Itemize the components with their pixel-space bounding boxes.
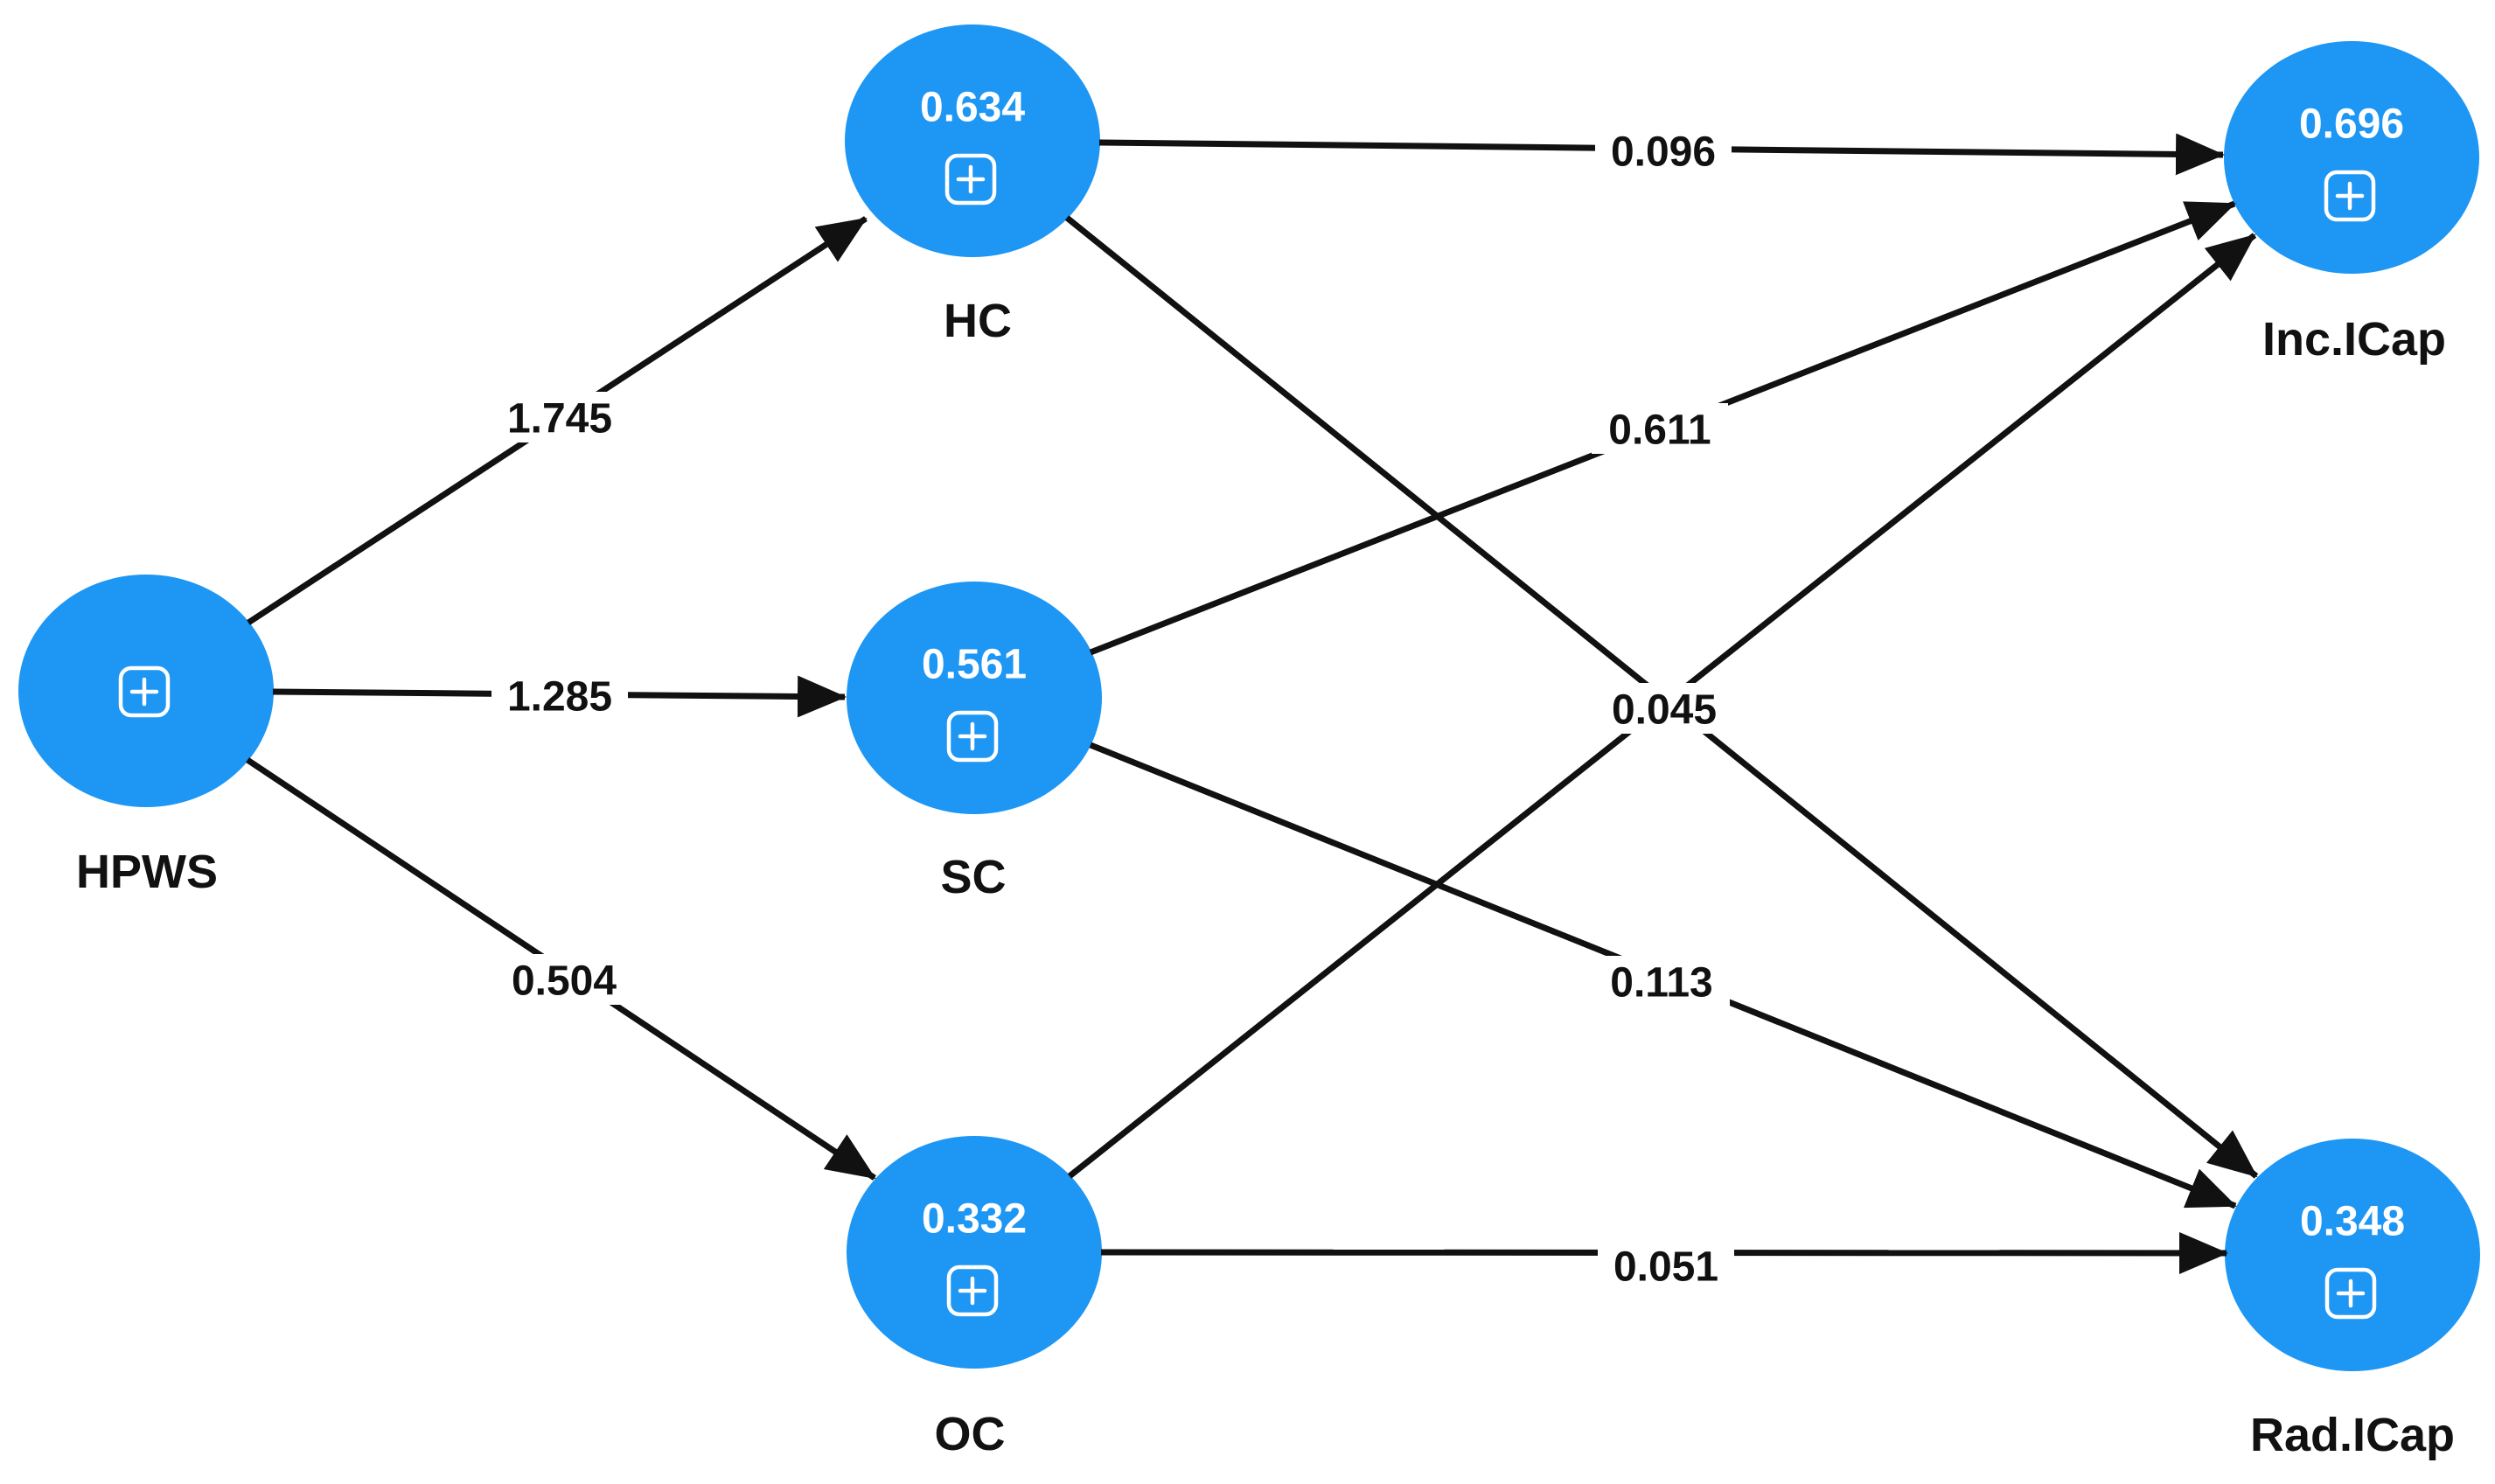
node-hc-circle[interactable] xyxy=(845,24,1100,257)
coefficient-value: 0.096 xyxy=(1611,129,1716,176)
coefficient-hpws-to-oc: 0.504 xyxy=(496,954,632,1005)
node-oc-circle[interactable] xyxy=(847,1136,1102,1369)
node-rad-icap-r2-value: 0.348 xyxy=(2300,1199,2405,1245)
node-sc[interactable]: 0.561 xyxy=(847,582,1102,814)
coefficient-sc-to-rad-icap: 0.113 xyxy=(1593,956,1730,1007)
node-inc-icap[interactable]: 0.696 xyxy=(2224,41,2479,274)
node-hc-label: HC xyxy=(944,295,1012,347)
coefficient-oc-to-rad-icap: 0.051 xyxy=(1598,1240,1734,1291)
coefficient-value: 0.045 xyxy=(1612,687,1717,734)
node-rad-icap[interactable]: 0.348 xyxy=(2225,1139,2480,1371)
coefficient-value: 0.611 xyxy=(1608,408,1711,454)
node-hpws[interactable] xyxy=(18,575,274,807)
node-hc[interactable]: 0.634 xyxy=(845,24,1100,257)
expand-icon[interactable] xyxy=(118,665,171,718)
coefficient-oc-to-inc-icap: 0.045 xyxy=(1596,683,1732,734)
node-inc-icap-label: Inc.ICap xyxy=(2262,313,2446,366)
coefficient-value: 0.504 xyxy=(512,958,617,1005)
node-hc-r2-value: 0.634 xyxy=(920,85,1025,131)
expand-icon-box xyxy=(2324,170,2376,222)
expand-icon[interactable] xyxy=(946,710,999,763)
coefficient-label-background xyxy=(491,670,628,721)
coefficient-hc-to-inc-icap: 0.096 xyxy=(1595,125,1732,176)
node-hpws-label: HPWS xyxy=(76,846,218,898)
node-oc-r2-value: 0.332 xyxy=(922,1196,1027,1243)
coefficient-value: 0.113 xyxy=(1610,960,1712,1007)
coefficient-label-background xyxy=(1596,683,1732,734)
coefficient-label-background xyxy=(1593,956,1730,1007)
expand-icon[interactable] xyxy=(946,1265,999,1317)
expand-icon[interactable] xyxy=(944,153,997,206)
expand-icon-box xyxy=(2324,1267,2377,1320)
node-rad-icap-label: Rad.ICap xyxy=(2250,1409,2455,1461)
expand-icon[interactable] xyxy=(2324,170,2376,222)
expand-icon[interactable] xyxy=(2324,1267,2377,1320)
node-sc-r2-value: 0.561 xyxy=(922,642,1027,688)
coefficient-label-background xyxy=(1598,1240,1734,1291)
coefficient-value: 1.285 xyxy=(507,674,612,721)
coefficient-label-background xyxy=(1595,125,1732,176)
node-rad-icap-circle[interactable] xyxy=(2225,1139,2480,1371)
coefficient-hpws-to-sc: 1.285 xyxy=(491,670,628,721)
expand-icon-box xyxy=(946,1265,999,1317)
node-sc-label: SC xyxy=(940,851,1006,903)
node-sc-circle[interactable] xyxy=(847,582,1102,814)
node-oc[interactable]: 0.332 xyxy=(847,1136,1102,1369)
coefficient-sc-to-inc-icap: 0.611 xyxy=(1592,403,1728,454)
node-inc-icap-circle[interactable] xyxy=(2224,41,2479,274)
node-inc-icap-r2-value: 0.696 xyxy=(2299,101,2404,148)
node-oc-label: OC xyxy=(935,1408,1006,1460)
coefficient-label-background xyxy=(1592,403,1728,454)
coefficient-label-background xyxy=(496,954,632,1005)
coefficient-value: 1.745 xyxy=(507,396,612,442)
coefficient-label-background xyxy=(491,392,628,442)
expand-icon-box xyxy=(946,710,999,763)
expand-icon-box xyxy=(944,153,997,206)
coefficient-hpws-to-hc: 1.745 xyxy=(491,392,628,442)
expand-icon-box xyxy=(118,665,171,718)
coefficient-value: 0.051 xyxy=(1613,1244,1718,1291)
